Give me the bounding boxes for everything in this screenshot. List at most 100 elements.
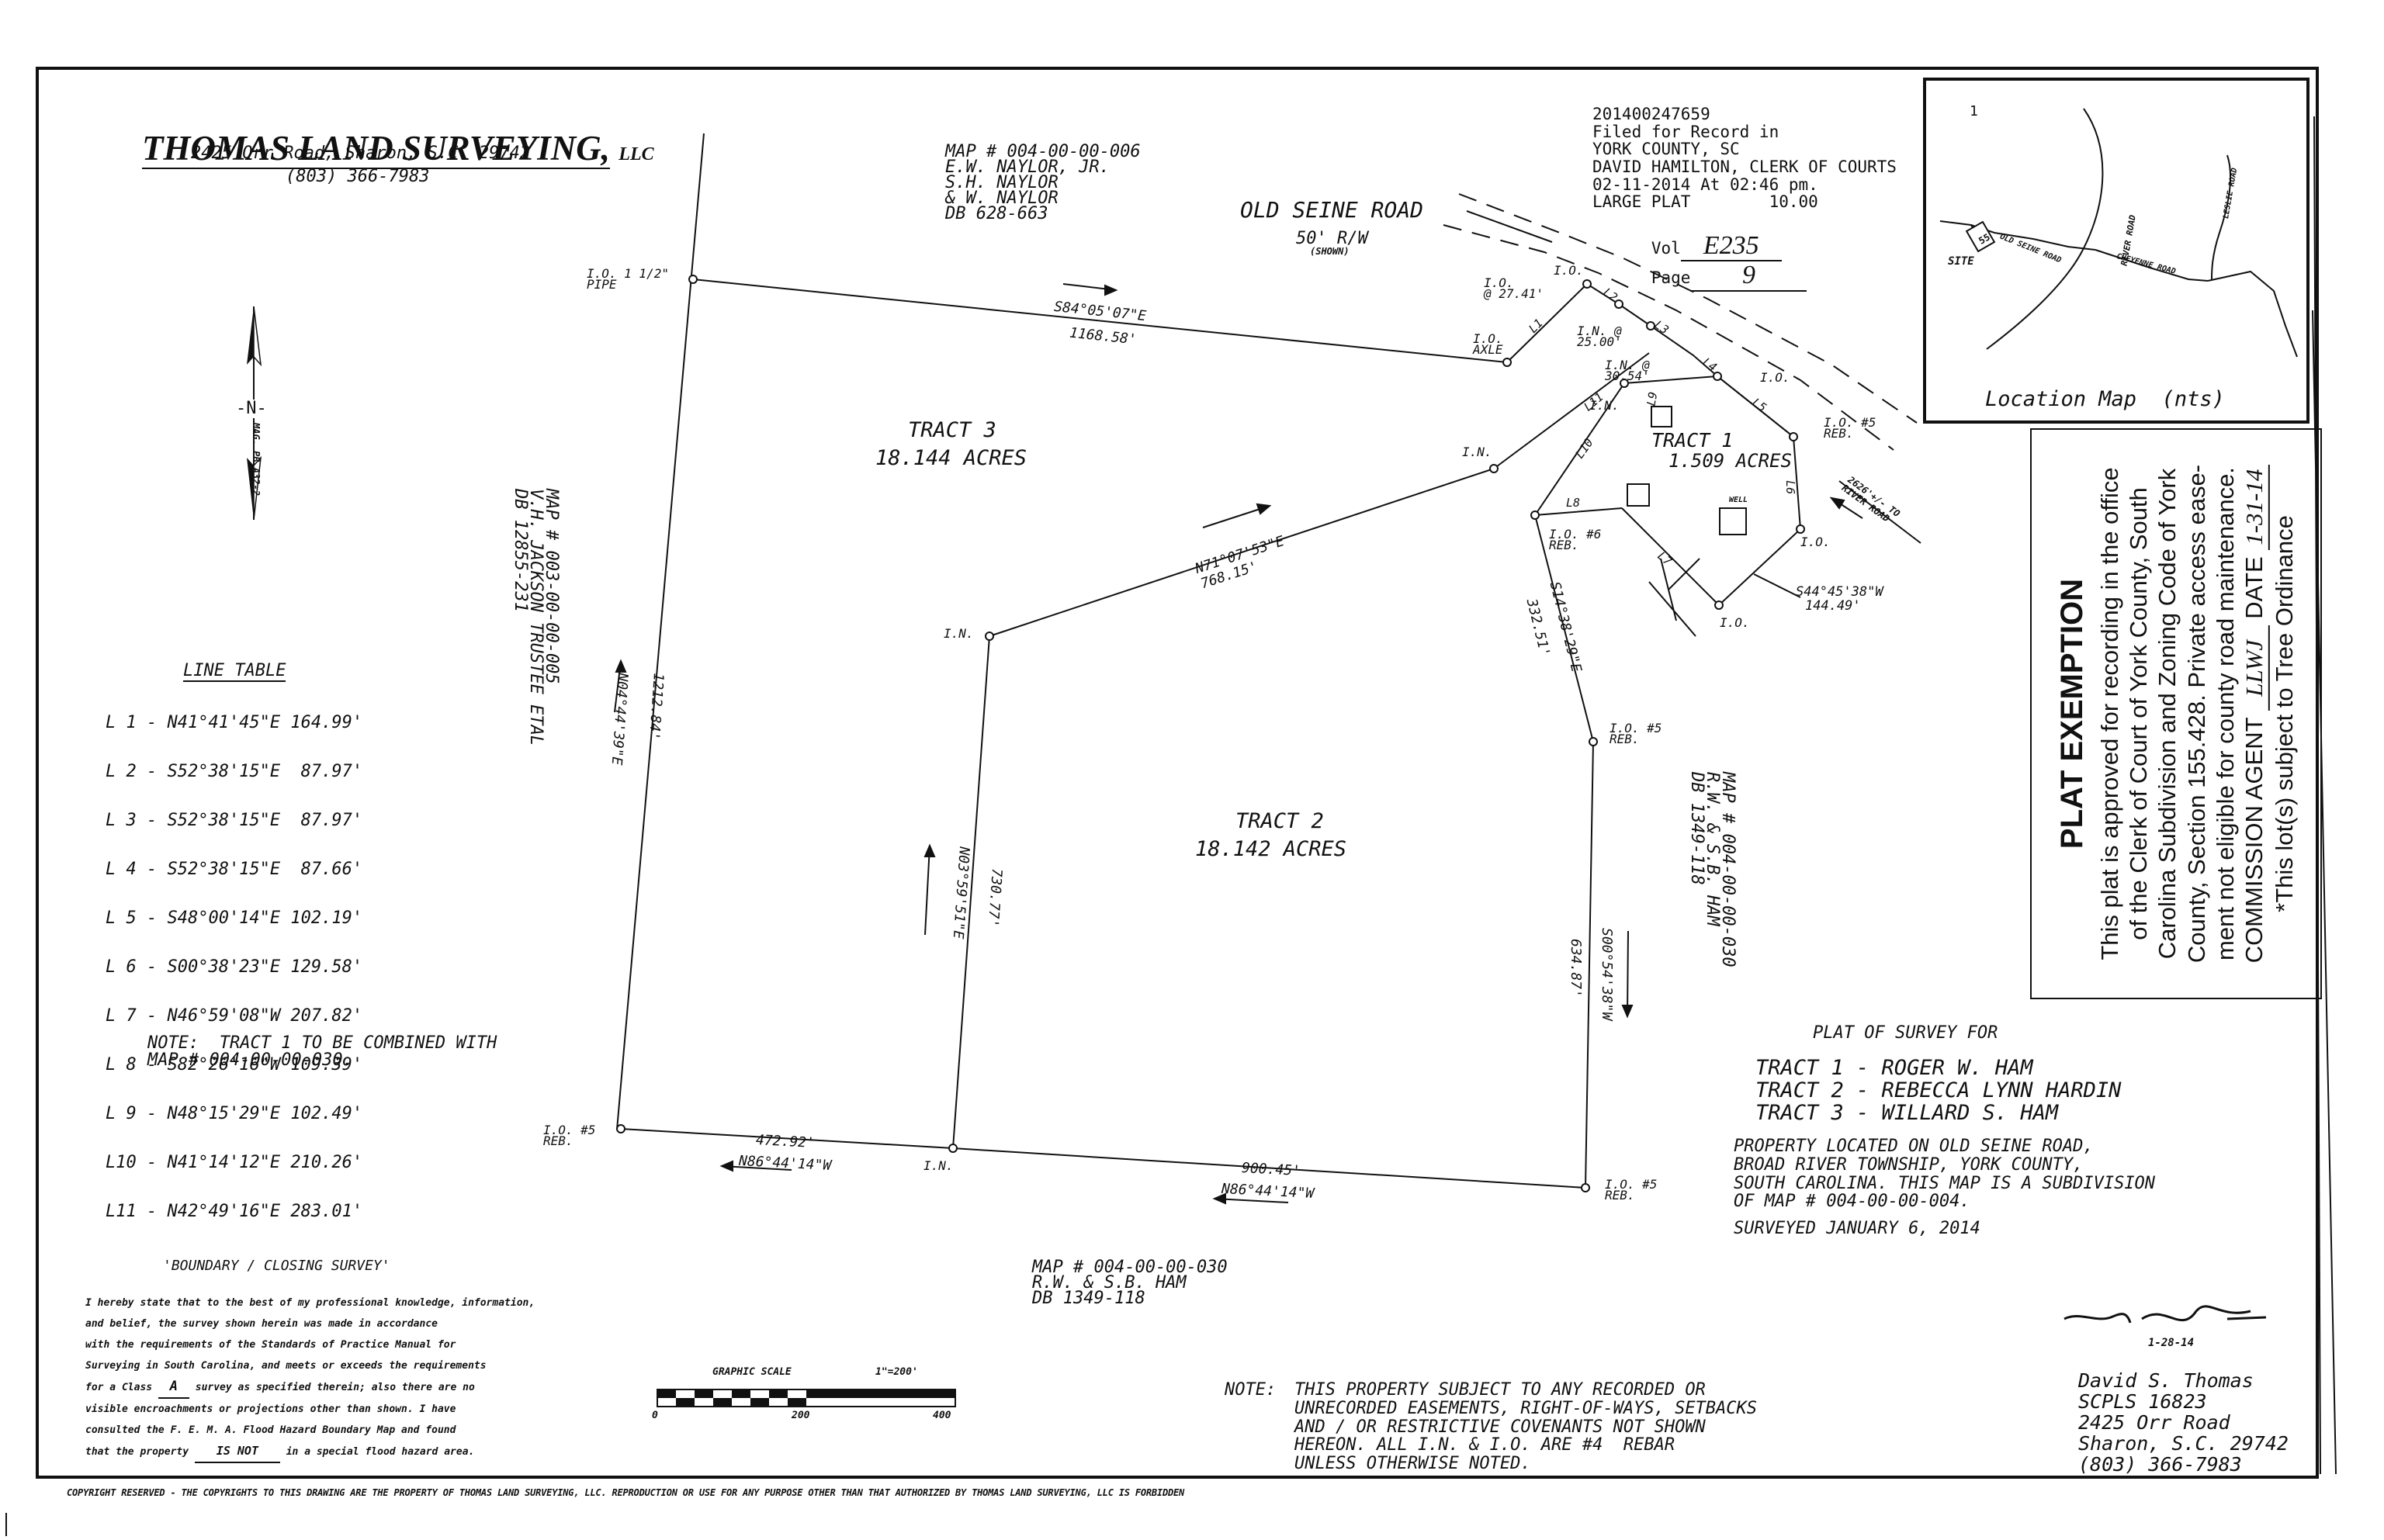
line-table-row: L10 - N41°14'12"E 210.26'	[106, 1153, 363, 1172]
line-n03	[952, 635, 990, 1149]
line-table-row: L 9 - N48°15'29"E 102.49'	[106, 1104, 363, 1123]
north-label: -N-	[236, 399, 267, 418]
arrow-s00	[1627, 930, 1629, 1017]
company-address: 2425 Orr Road, Sharon, S.C. 29742	[191, 144, 531, 163]
location-map-route-number: 1	[1970, 103, 1978, 119]
corner-label-io5-left: I.O. #5 REB.	[543, 1123, 596, 1148]
corner-in-l9	[1620, 379, 1629, 388]
recording-stamp: 201400247659 Filed for Record in YORK CO…	[1592, 106, 1897, 310]
corner-label-io-l5: I.O.	[1760, 370, 1790, 385]
corner-label-in-25: I.N. @ 25.00'	[1577, 324, 1622, 349]
tract-2-name: TRACT 2	[1235, 809, 1324, 833]
corner-in-bottom	[948, 1144, 958, 1153]
tract-3-acres: 18.144 ACRES	[875, 446, 1027, 470]
graphic-scale-bar	[657, 1389, 956, 1407]
corner-io-l6	[1796, 524, 1805, 534]
line-s00	[1585, 741, 1594, 1189]
surveyor-block: David S. Thomas SCPLS 16823 2425 Orr Roa…	[2078, 1369, 2289, 1476]
line-table-row: L 5 - S48°00'14"E 102.19'	[106, 908, 363, 928]
graphic-scale-ratio: 1"=200'	[875, 1366, 918, 1378]
line-table-row: L11 - N42°49'16"E 283.01'	[106, 1202, 363, 1221]
distance-s44: 144.49'	[1805, 598, 1861, 614]
corner-label-io-top: I.O.	[1554, 263, 1584, 278]
adjoiner-naylor: MAP # 004-00-00-006 E.W. NAYLOR, JR. S.H…	[945, 142, 1141, 223]
distance-n86-b: 900.45'	[1241, 1160, 1301, 1179]
line-l8	[1534, 507, 1623, 516]
corner-label-io-bot: I.O.	[1720, 615, 1750, 630]
line-l1	[1506, 283, 1588, 363]
location-map: Location Map (nts) SITE RIVER ROAD OLD S…	[1923, 78, 2310, 424]
corner-io5-right	[1581, 1183, 1590, 1192]
distance-s00: 634.87'	[1568, 939, 1584, 998]
corner-label-io5-mid: I.O. #5 REB.	[1610, 721, 1662, 746]
west-boundary-extension	[616, 133, 705, 1130]
certification-heading: 'BOUNDARY / CLOSING SURVEY'	[163, 1258, 390, 1274]
tract-3-name: TRACT 3	[908, 418, 996, 442]
corner-label-io-27: I.O. @ 27.41'	[1484, 275, 1544, 301]
corner-io-l5	[1713, 372, 1722, 381]
line-label-l9: L9	[1644, 390, 1661, 407]
plat-exemption: PLAT EXEMPTION This plat is approved for…	[2030, 428, 2322, 999]
corner-label-in-bottom: I.N.	[923, 1158, 954, 1173]
tract-2-acres: 18.142 ACRES	[1195, 837, 1347, 861]
commission-agent-signature: LLWJ	[2239, 625, 2270, 711]
plat-exemption-heading: PLAT EXEMPTION	[2054, 578, 2089, 850]
drainage-lines	[1648, 558, 1700, 637]
page-value: 9	[1690, 261, 1807, 292]
corner-label-in-left: I.N.	[944, 626, 974, 641]
location-map-site: SITE	[1948, 255, 1974, 268]
distance-n03: 730.77'	[984, 867, 1005, 928]
adjoiner-jackson: MAP # 003-00-00-005 V.H. JACKSON TRUSTEE…	[511, 489, 561, 746]
note-combine: NOTE: TRACT 1 TO BE COMBINED WITH MAP # …	[147, 1033, 497, 1070]
line-table-row: L 8 - S82°26'16"W 109.39'	[106, 1055, 363, 1075]
plat-of-survey-title: PLAT OF SURVEY FOR	[1813, 1023, 1998, 1043]
arrow-n03	[924, 845, 930, 936]
location-map-leslie-road: LESLIE ROAD	[2222, 167, 2240, 220]
line-table-row: L 6 - S00°38'23"E 129.58'	[106, 957, 363, 977]
tract-owners: TRACT 1 - ROGER W. HAM TRACT 2 - REBECCA…	[1755, 1056, 2121, 1126]
line-table-row: L 1 - N41°41'45"E 164.99'	[106, 713, 363, 732]
route-shield-icon	[1965, 220, 1996, 253]
corner-in-30	[1646, 321, 1655, 330]
building-2	[1627, 483, 1650, 507]
graphic-scale-title: GRAPHIC SCALE	[712, 1366, 792, 1378]
bearing-s44: S44°45'38"W	[1796, 584, 1883, 600]
adjoiner-ham-right: MAP # 004-00-00-030 R.W. & S.B. HAM DB 1…	[1687, 772, 1738, 967]
corner-pipe	[688, 275, 698, 284]
road-row: 50' R/W	[1296, 229, 1368, 248]
vol-value: E235	[1680, 231, 1782, 262]
corner-label-io5-right: I.O. #5 REB.	[1605, 1177, 1658, 1203]
line-table-row: L 7 - N46°59'08"W 207.82'	[106, 1006, 363, 1026]
corner-label-in-mid: I.N.	[1462, 445, 1492, 459]
tract-1-owner: TRACT 1 - ROGER W. HAM	[1755, 1056, 2033, 1080]
copyright-notice: COPYRIGHT RESERVED - THE COPYRIGHTS TO T…	[67, 1487, 1185, 1498]
corner-label-pipe: I.O. 1 1/2" PIPE	[587, 266, 669, 292]
signature-date: 1-28-14	[2148, 1337, 2195, 1349]
north-ref: MAG. PB A32-2	[251, 423, 262, 496]
line-s84	[692, 279, 1508, 363]
line-label-l6: L6	[1783, 480, 1798, 495]
line-n86-a	[620, 1128, 954, 1149]
building-3	[1719, 507, 1747, 535]
scale-tick-200: 200	[792, 1410, 810, 1421]
flood-status: IS NOT	[194, 1441, 280, 1463]
line-table-row: L 4 - S52°38'15"E 87.66'	[106, 860, 363, 879]
corner-io5-top	[1789, 432, 1798, 441]
exemption-date: 1-31-14	[2239, 464, 2270, 550]
line-table-title: LINE TABLE	[183, 661, 286, 682]
road-shown: (SHOWN)	[1310, 246, 1350, 257]
corner-axle	[1502, 358, 1512, 367]
corner-io5-mid	[1589, 737, 1598, 746]
tract-3-owner: TRACT 3 - WILLARD S. HAM	[1755, 1101, 2059, 1126]
tract-1-name: TRACT 1	[1651, 429, 1734, 452]
corner-in-mid	[1489, 464, 1499, 473]
river-road-leader	[1838, 480, 1921, 544]
location-map-route: 55	[1977, 231, 1992, 247]
corner-label-in-l9: I.N.	[1589, 398, 1620, 413]
corner-in-left	[985, 632, 994, 641]
distance-n86-a: 472.92'	[755, 1132, 816, 1151]
surveyor-signature-scribble	[2063, 1305, 2267, 1324]
corner-label-axle: I.O. AXLE	[1473, 331, 1503, 357]
